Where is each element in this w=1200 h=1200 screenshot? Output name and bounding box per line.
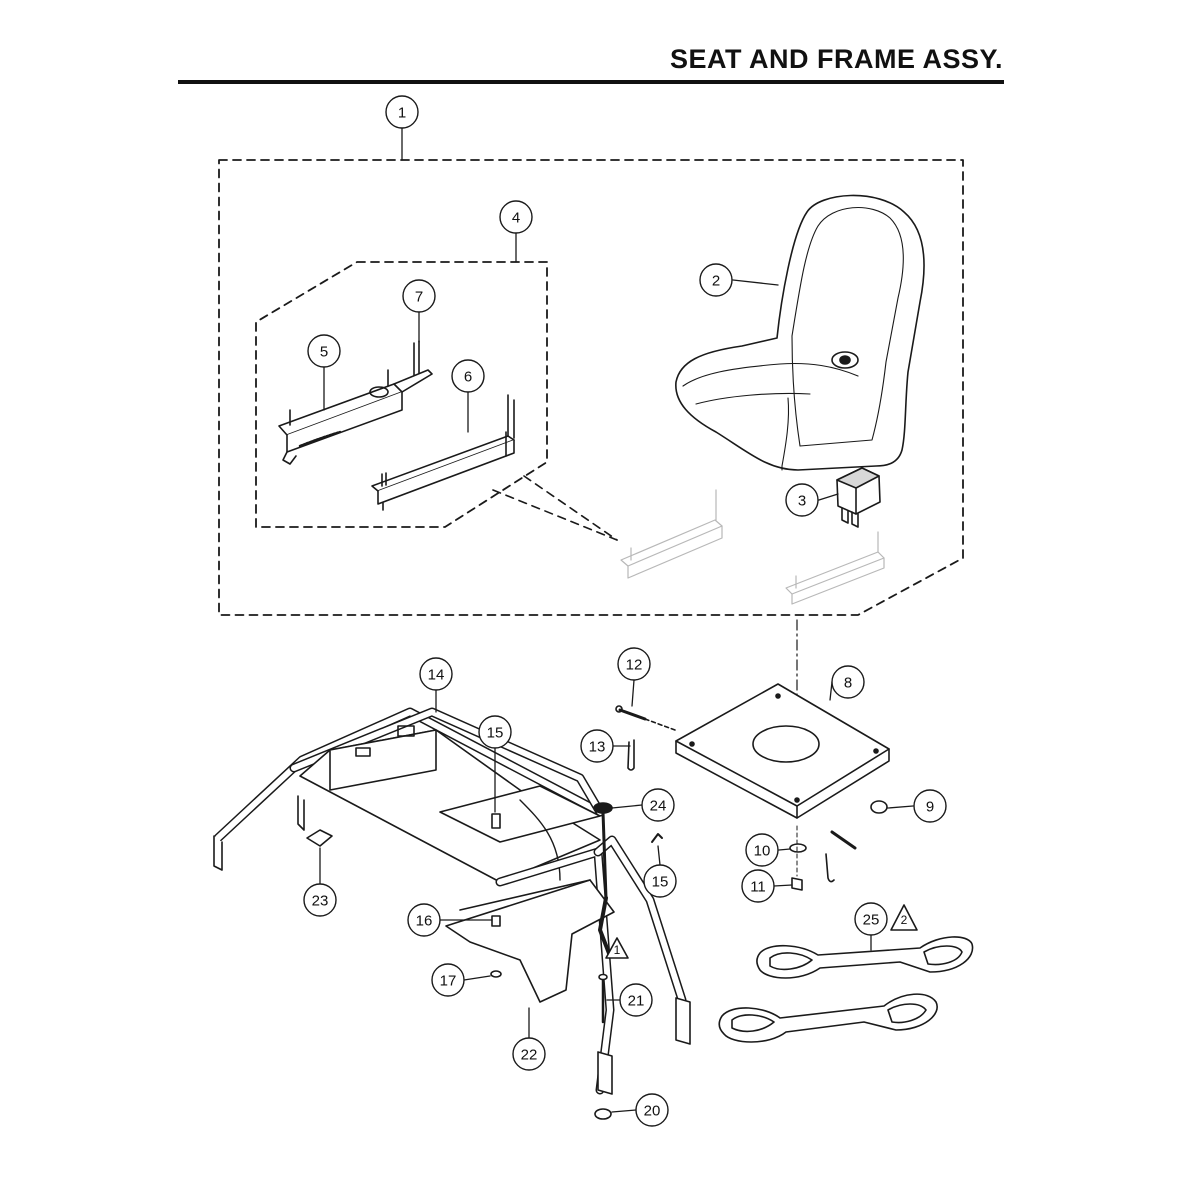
callout-2: 2 <box>712 273 720 290</box>
callout-24: 24 <box>650 798 667 815</box>
callout-23: 23 <box>312 893 329 910</box>
callout-4: 4 <box>512 210 520 227</box>
callout-21: 21 <box>628 993 645 1010</box>
title-rule <box>178 80 1004 84</box>
callout-25: 25 <box>863 912 880 929</box>
callout-17: 17 <box>440 973 457 990</box>
seat-slide-rail-right <box>371 394 515 511</box>
callout-circle-13 <box>580 729 614 763</box>
callout-5: 5 <box>320 344 328 361</box>
callout-circle-21 <box>619 983 653 1017</box>
callout-9: 9 <box>926 799 934 816</box>
note-1-text: 1 <box>614 943 621 957</box>
ghost-slide-rails <box>620 489 885 605</box>
callout-circle-25 <box>854 902 888 936</box>
note-2-text: 2 <box>901 913 908 927</box>
callouts: 1 2 3 4 5 6 7 8 9 10 11 12 13 1 <box>303 95 947 1127</box>
warning-triangle-1 <box>605 937 629 959</box>
callout-circle-2 <box>699 263 733 297</box>
callout-12: 12 <box>626 657 643 674</box>
seat-slide-rail-left <box>278 340 433 465</box>
callout-circle-10 <box>745 833 779 867</box>
page-title: SEAT AND FRAME ASSY. <box>669 44 1003 74</box>
callout-6: 6 <box>464 369 472 386</box>
callout-15b: 15 <box>652 874 669 891</box>
callout-circle-8 <box>831 665 865 699</box>
callout-circle-12 <box>617 647 651 681</box>
callout-circle-16 <box>407 903 441 937</box>
callout-20: 20 <box>644 1103 661 1120</box>
callout-circle-17 <box>431 963 465 997</box>
callout-16: 16 <box>416 913 433 930</box>
callout-circle-5 <box>307 334 341 368</box>
pedal-mount-plate <box>445 879 615 1003</box>
hardware <box>615 705 888 891</box>
frame-hardware <box>306 813 663 1120</box>
callout-circle-24 <box>641 788 675 822</box>
callout-14: 14 <box>428 667 445 684</box>
callout-10: 10 <box>754 843 771 860</box>
callout-11: 11 <box>750 879 766 896</box>
seat-rail-kit-boundary <box>255 261 548 528</box>
callout-circle-1 <box>385 95 419 129</box>
callout-circle-11 <box>741 869 775 903</box>
seat-mounting-plate <box>675 683 890 819</box>
callout-8: 8 <box>844 675 852 692</box>
callout-1: 1 <box>398 105 406 122</box>
callout-7: 7 <box>415 289 423 306</box>
seat-frame <box>213 707 691 1095</box>
callout-15a: 15 <box>487 725 504 742</box>
callout-22: 22 <box>521 1047 538 1064</box>
callout-13: 13 <box>589 739 606 756</box>
callout-circle-14 <box>419 657 453 691</box>
callout-circle-22 <box>512 1037 546 1071</box>
callout-circle-6 <box>451 359 485 393</box>
callout-circle-20 <box>635 1093 669 1127</box>
callout-circle-4 <box>499 200 533 234</box>
callout-circle-9 <box>913 789 947 823</box>
seat-handles <box>718 936 974 1043</box>
height-adjust-rod <box>593 802 613 958</box>
callout-circle-15a <box>478 715 512 749</box>
callout-3: 3 <box>798 493 806 510</box>
callout-circle-15b <box>643 864 677 898</box>
callout-circle-3 <box>785 483 819 517</box>
seat-switch <box>836 467 881 528</box>
callout-circle-7 <box>402 279 436 313</box>
callout-circle-23 <box>303 883 337 917</box>
warning-triangle-2 <box>890 904 918 931</box>
seat <box>675 194 925 471</box>
seat-kit-boundary <box>218 159 964 616</box>
